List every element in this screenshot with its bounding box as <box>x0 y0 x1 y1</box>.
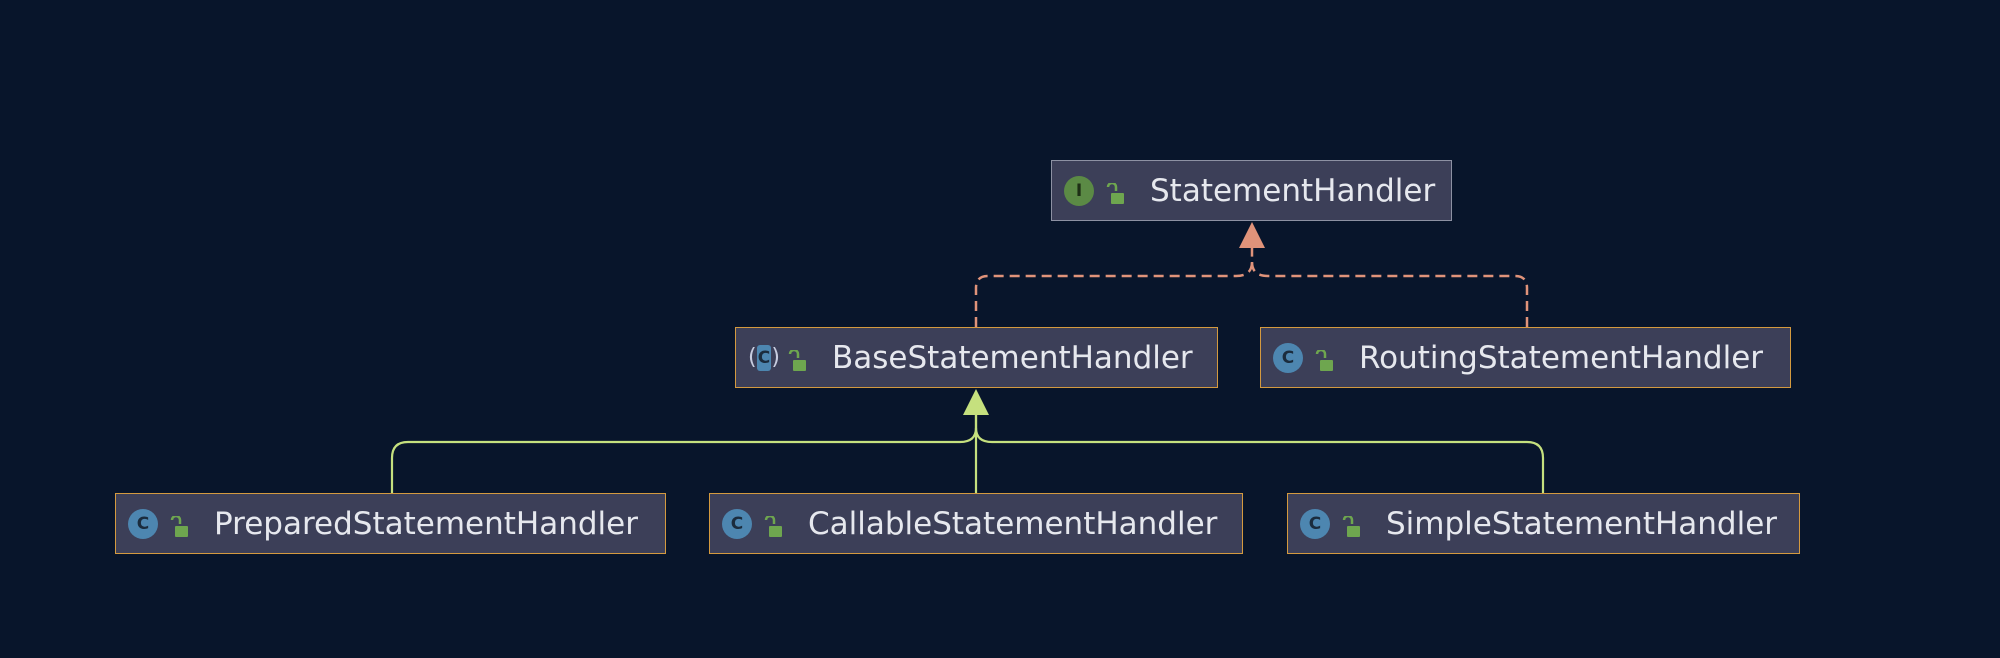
node-prepared-statement-handler[interactable]: C PreparedStatementHandler <box>115 493 666 554</box>
node-statement-handler[interactable]: I StatementHandler <box>1051 160 1452 221</box>
extends-arrowhead <box>963 389 989 415</box>
node-label: StatementHandler <box>1150 172 1436 209</box>
node-label: PreparedStatementHandler <box>214 505 638 542</box>
node-simple-statement-handler[interactable]: C SimpleStatementHandler <box>1287 493 1800 554</box>
abstract-class-letter: C <box>756 344 772 371</box>
edge-base-implements-statement-handler <box>974 240 1254 327</box>
lock-icon <box>168 512 190 537</box>
class-icon: C <box>1273 342 1303 373</box>
node-callable-statement-handler[interactable]: C CallableStatementHandler <box>709 493 1243 554</box>
lock-icon <box>1104 179 1126 204</box>
edge-routing-implements-statement-handler <box>1250 261 1529 327</box>
edge-prepared-extends-base <box>390 414 978 493</box>
edge-simple-extends-base <box>974 427 1545 493</box>
class-icon: C <box>1300 508 1330 539</box>
implements-arrowhead <box>1239 222 1265 248</box>
node-label: RoutingStatementHandler <box>1359 339 1764 376</box>
interface-icon: I <box>1064 175 1094 206</box>
class-icon: C <box>722 508 752 539</box>
node-label: BaseStatementHandler <box>832 339 1193 376</box>
class-icon: C <box>128 508 158 539</box>
node-label: CallableStatementHandler <box>808 505 1218 542</box>
lock-icon <box>762 512 784 537</box>
node-routing-statement-handler[interactable]: C RoutingStatementHandler <box>1260 327 1791 388</box>
node-label: SimpleStatementHandler <box>1386 505 1778 542</box>
node-base-statement-handler[interactable]: (C) BaseStatementHandler <box>735 327 1218 388</box>
abstract-class-icon: (C) <box>748 344 780 371</box>
lock-icon <box>786 346 808 371</box>
lock-icon <box>1340 512 1362 537</box>
lock-icon <box>1313 346 1335 371</box>
